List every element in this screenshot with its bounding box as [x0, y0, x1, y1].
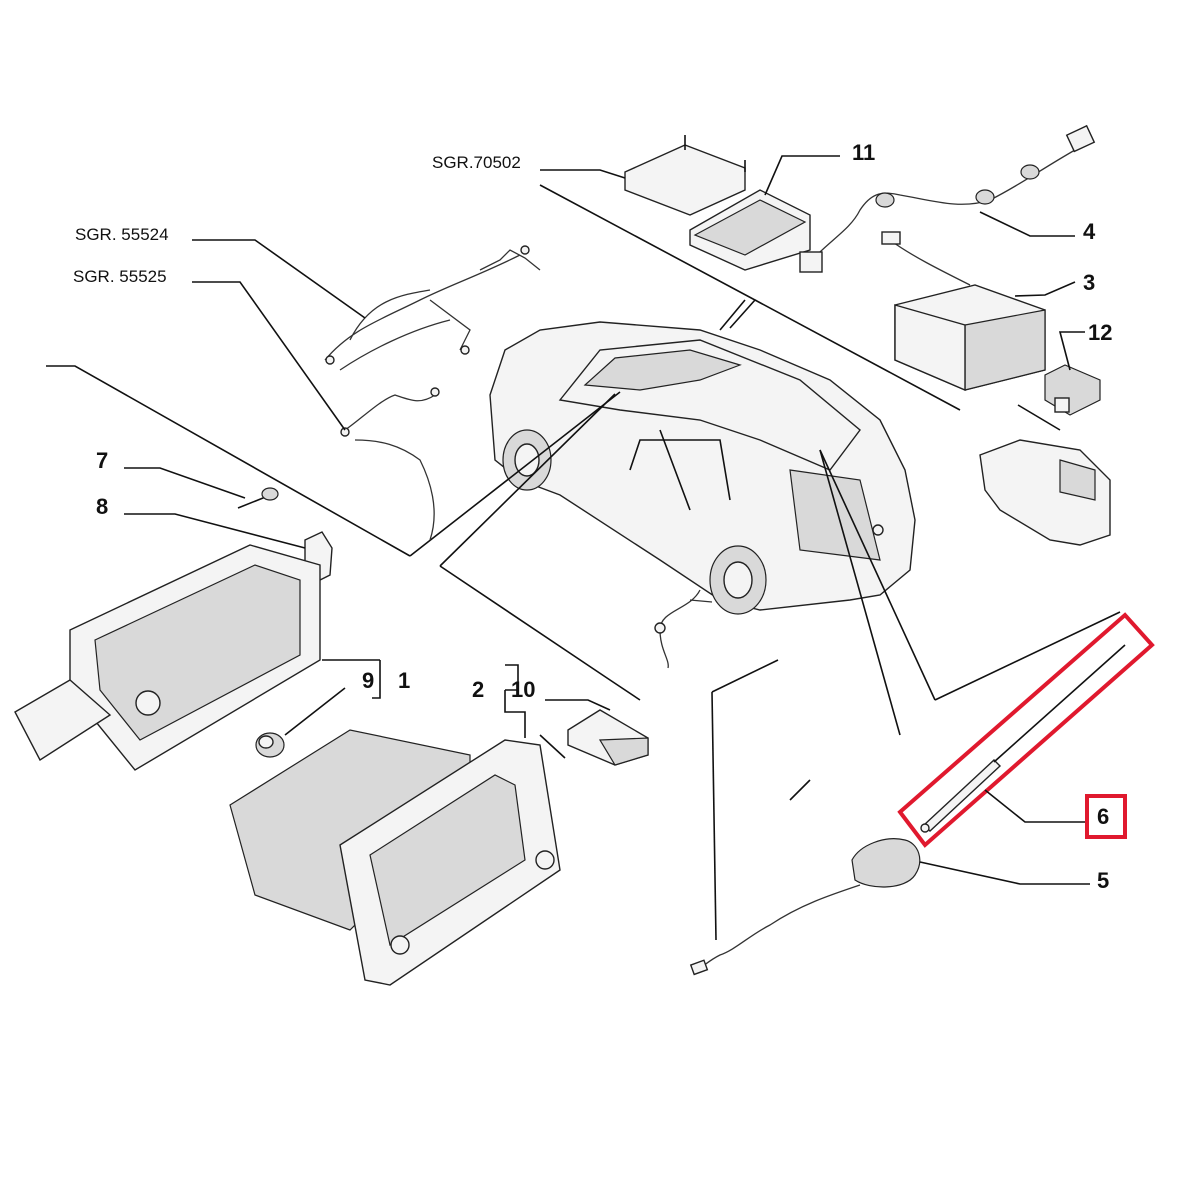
part-9-knob	[255, 732, 285, 758]
frame-lines	[46, 184, 1121, 941]
leader-lines	[124, 155, 1090, 885]
callout-10: 10	[511, 677, 535, 702]
part-12-switch	[1044, 364, 1101, 416]
callout-7: 7	[96, 448, 108, 473]
callout-5: 5	[1097, 868, 1109, 893]
wiring-harness	[324, 245, 541, 541]
part-6-antenna-rod	[920, 644, 1126, 833]
part-4-cable	[799, 124, 1096, 273]
ref-sgr-70502: SGR.70502	[432, 153, 521, 172]
callout-3: 3	[1083, 270, 1095, 295]
part-1-radio	[14, 544, 321, 771]
callout-1: 1	[398, 668, 410, 693]
callout-11: 11	[852, 140, 875, 165]
callout-6: 6	[1097, 804, 1109, 829]
part-11-module	[624, 135, 811, 271]
console	[979, 439, 1111, 546]
part-5-antenna-base	[689, 838, 921, 976]
part-2-head-unit	[229, 729, 561, 986]
part-7-screw	[237, 487, 279, 509]
part-3-box	[881, 231, 1046, 392]
callout-4: 4	[1083, 219, 1096, 244]
callout-12: 12	[1088, 320, 1112, 345]
car-illustration	[489, 321, 916, 669]
callout-2: 2	[472, 677, 484, 702]
ref-sgr-55524: SGR. 55524	[75, 225, 169, 244]
callout-6-highlight-box	[1085, 794, 1127, 839]
callout-8: 8	[96, 494, 108, 519]
part-6-highlight-frame	[897, 612, 1155, 848]
ref-sgr-55525: SGR. 55525	[73, 267, 167, 286]
part-10-card	[567, 709, 649, 766]
callout-9: 9	[362, 668, 374, 693]
